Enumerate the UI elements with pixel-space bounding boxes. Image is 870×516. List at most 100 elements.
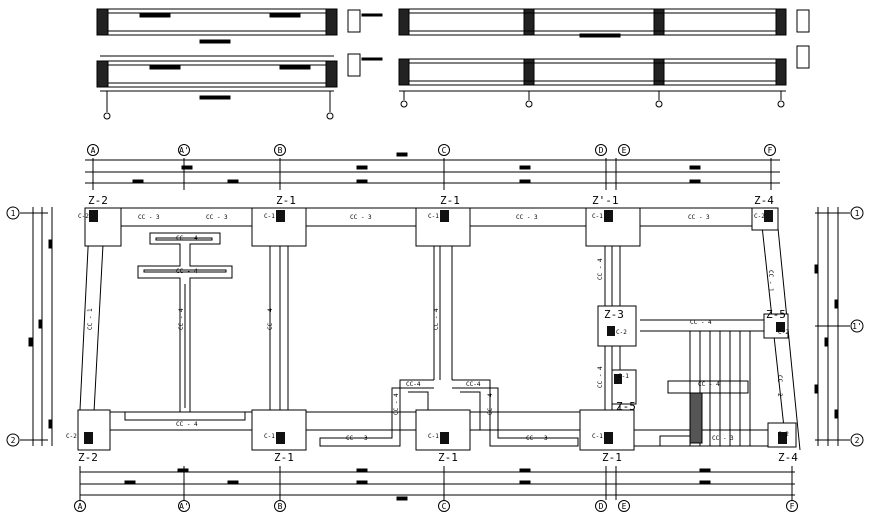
footing-label-top-D: Z'-1 [592, 194, 619, 207]
axis-bubble-bottom-F [786, 500, 798, 512]
beam-label: CC - 4 [698, 381, 720, 388]
axis-bubble-top-B [274, 144, 286, 156]
left-axis-markers [6, 206, 20, 447]
footing-label-bot-C: Z-1 [438, 451, 458, 464]
axis-label-top-F: F [768, 146, 773, 155]
column-tag: C-1 [592, 213, 603, 220]
bottom-axis-markers [74, 500, 798, 512]
beam-label: CC - 4 [178, 308, 185, 330]
column-tag: C-1 [618, 373, 629, 380]
axis-bubble-bottom-D [595, 500, 607, 512]
axis-bubble-bottom-B [274, 500, 286, 512]
footing-D-mid [597, 305, 637, 347]
axis-label-right-1: 1 [855, 209, 860, 218]
axis-label-top-C: C [442, 146, 447, 155]
axis-label-top-D: D [599, 146, 604, 155]
axis-bubble-top-A-prime [178, 144, 190, 156]
axis-label-bottom-C: C [442, 502, 447, 511]
column-tag: C-2 [754, 213, 765, 220]
axis-bubble-bottom-E [618, 500, 630, 512]
axis-label-left-2: 2 [11, 436, 16, 445]
beam-label: CC - 4 [597, 258, 604, 280]
axis-bubble-right-1 [850, 206, 864, 220]
beam-label: CC - 4 [690, 319, 712, 326]
axis-label-left-1: 1 [11, 209, 16, 218]
axis-bubble-right-1-prime [850, 319, 864, 333]
left-dimension-lines [20, 207, 53, 446]
axis-bubble-bottom-C [438, 500, 450, 512]
footing-label-top-A: Z-2 [88, 194, 108, 207]
staircase [659, 331, 751, 447]
beam-label: CC - 4 [487, 393, 494, 415]
columns [84, 210, 787, 444]
axis-label-top-A-prime: A' [179, 146, 189, 155]
beam-label: CC-4 [406, 381, 421, 388]
column-tag: C-1 [592, 433, 603, 440]
column-tag: C-2 [66, 433, 77, 440]
axis-label-right-1-prime: 1' [852, 322, 862, 331]
footing-label-bot-B: Z-1 [274, 451, 294, 464]
beam-label: CC - 3 [206, 214, 228, 221]
footing-label-mid-F: Z-5 [766, 308, 786, 321]
beam-label: CC - 4 [176, 268, 198, 275]
beam-label: CC - 4 [393, 393, 400, 415]
axis-label-top-A: A [91, 146, 96, 155]
right-dimension-lines [814, 207, 850, 446]
column-tag: C-2 [778, 431, 789, 438]
footing-label-top-C: Z-1 [440, 194, 460, 207]
axis-bubble-top-E [618, 144, 630, 156]
footing-label-top-F: Z-4 [754, 194, 774, 207]
axis-bubble-right-2 [850, 433, 864, 447]
axis-bubble-left-1 [6, 206, 20, 220]
axis-bubble-bottom-A-prime [178, 500, 190, 512]
axis-label-bottom-B: B [278, 502, 283, 511]
axis-label-bottom-A-prime: A' [179, 502, 189, 511]
beam-label: CC - 3 [138, 214, 160, 221]
axis-label-bottom-A: A [78, 502, 83, 511]
column-tag: C-2 [616, 329, 627, 336]
footing-C1 [415, 207, 471, 247]
beam-label: CC - 4 [176, 235, 198, 242]
footing-label-bot-D: Z-1 [602, 451, 622, 464]
axis-label-top-B: B [278, 146, 283, 155]
footing-label-top-B: Z-1 [276, 194, 296, 207]
axis-bubble-top-D [595, 144, 607, 156]
beam-label: CC - 3 [350, 214, 372, 221]
beam-label: CC - 3 [526, 435, 548, 442]
beam-label: CC - 1 [767, 270, 774, 292]
bottom-dimension-lines [79, 466, 795, 501]
footing-label-bot-A: Z-2 [78, 451, 98, 464]
axis-label-top-E: E [622, 146, 627, 155]
section-detail-right [398, 8, 787, 108]
column-tag: C-1 [264, 213, 275, 220]
section-detail-small-right [796, 9, 810, 69]
top-axis-markers [87, 144, 776, 156]
axis-label-bottom-D: D [599, 502, 604, 511]
axis-bubble-top-C [438, 144, 450, 156]
cross-beam-bay-a [124, 232, 246, 421]
column-tag: C-1 [428, 433, 439, 440]
beam-label: CC - 3 [516, 214, 538, 221]
footing-label-bot-F: Z-4 [778, 451, 798, 464]
beam-label: CC - 4 [597, 366, 604, 388]
beam-label: CC - 3 [712, 435, 734, 442]
beam-label: CC - 2 [776, 375, 783, 397]
beam-label: CC - 4 [267, 308, 274, 330]
top-dimension-lines [85, 152, 780, 190]
beam-label: CC - 3 [346, 435, 368, 442]
axis-bubble-top-F [764, 144, 776, 156]
axis-bubble-bottom-A [74, 500, 86, 512]
column-tag: C-1 [428, 213, 439, 220]
column-tag: C-1 [264, 433, 275, 440]
right-axis-markers [850, 206, 864, 447]
beam-label: CC - 3 [688, 214, 710, 221]
beam-label: CC - 1 [87, 308, 94, 330]
beam-label: CC - 4 [433, 308, 440, 330]
footing-label-mid-D: Z-3 [604, 308, 624, 321]
footing-label-low-D: Z-5 [616, 400, 636, 413]
column-tag: C-2 [778, 329, 789, 336]
beam-label: CC - 4 [176, 421, 198, 428]
axis-label-bottom-E: E [622, 502, 627, 511]
footing-A2 [77, 409, 111, 451]
